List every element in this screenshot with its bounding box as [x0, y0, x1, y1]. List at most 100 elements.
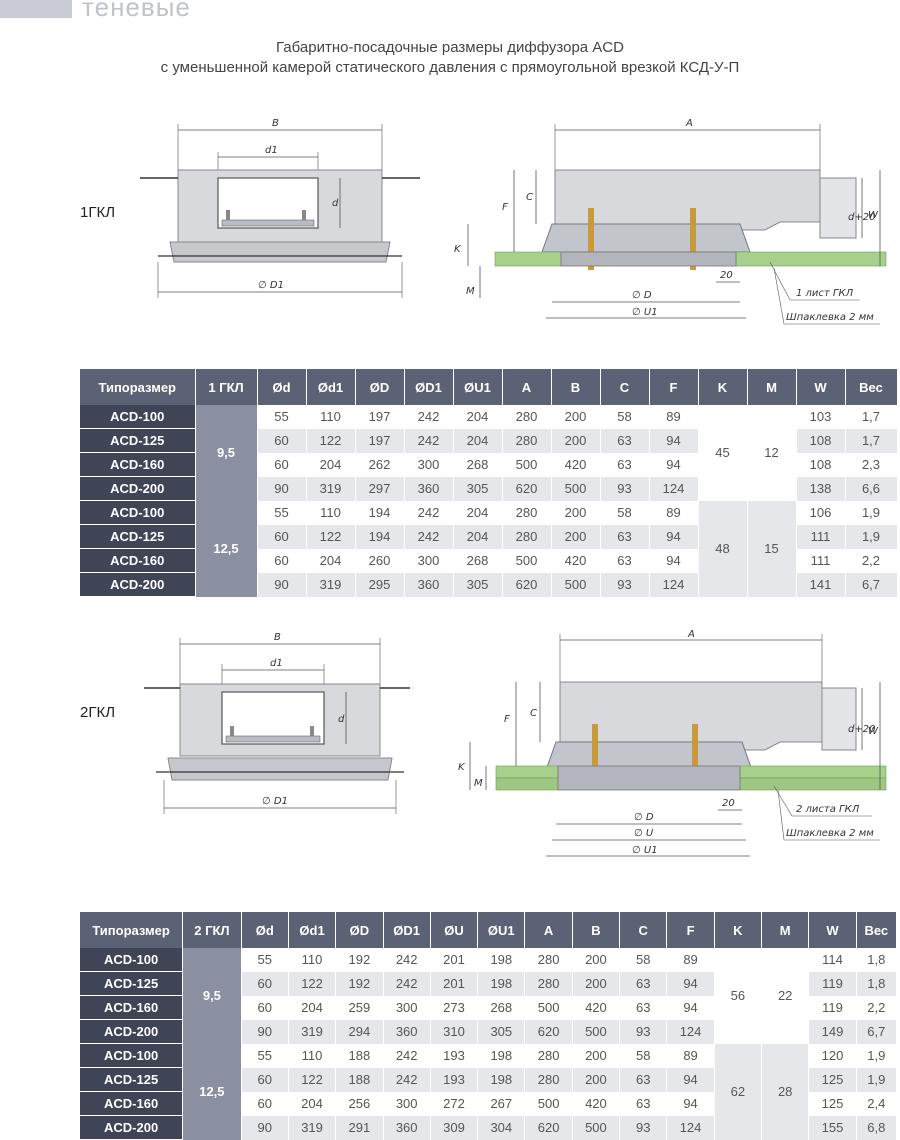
value-cell: 198	[477, 971, 526, 996]
value-cell: 319	[306, 572, 356, 597]
value-cell: 94	[649, 548, 699, 573]
value-cell: 60	[257, 452, 307, 477]
section2-side-drawing: A C F K M d+20 W 20 ∅ D ∅ U ∅ U1 2 листа…	[458, 629, 887, 857]
value-cell: 60	[241, 971, 289, 996]
value-cell: 55	[257, 405, 307, 429]
gkl-thickness-cell: 9,5	[182, 948, 242, 1044]
value-cell: 242	[383, 1043, 431, 1068]
k-value-cell: 62	[714, 1043, 763, 1140]
column-header: A	[502, 369, 552, 405]
value-cell: 63	[600, 524, 650, 549]
w-value-cell: 108	[796, 452, 846, 477]
value-cell: 63	[619, 1067, 668, 1092]
column-header: W	[796, 369, 846, 405]
gkl-thickness-cell: 9,5	[195, 405, 258, 501]
w-value-cell: 103	[796, 405, 846, 429]
value-cell: 280	[524, 948, 573, 972]
value-cell: 58	[619, 1043, 668, 1068]
value-cell: 194	[355, 524, 405, 549]
dim-M-2: M	[474, 778, 483, 789]
value-cell: 94	[666, 1091, 715, 1116]
value-cell: 259	[335, 995, 384, 1020]
value-cell: 122	[306, 524, 356, 549]
value-cell: 124	[649, 572, 699, 597]
value-cell: 63	[619, 995, 668, 1020]
weight-cell: 1,8	[856, 948, 898, 972]
value-cell: 201	[430, 948, 479, 972]
dim-F-2: F	[504, 714, 510, 725]
value-cell: 90	[257, 476, 307, 501]
value-cell: 304	[477, 1115, 526, 1140]
value-cell: 319	[288, 1019, 337, 1044]
m-value-cell: 28	[761, 1043, 810, 1140]
w-value-cell: 125	[808, 1091, 857, 1116]
value-cell: 94	[649, 428, 699, 453]
dim-d1-2: d1	[270, 658, 283, 669]
value-cell: 273	[430, 995, 479, 1020]
weight-cell: 2,3	[845, 452, 898, 477]
page-title: Габаритно-посадочные размеры диффузора A…	[0, 38, 900, 78]
value-cell: 319	[288, 1115, 337, 1140]
dim-C: C	[526, 192, 533, 203]
header-brand-text: теневые	[82, 0, 191, 22]
column-header: A	[524, 912, 573, 948]
value-cell: 63	[619, 1091, 668, 1116]
size-name-cell: ACD-160	[80, 1091, 184, 1116]
value-cell: 63	[619, 971, 668, 996]
value-cell: 94	[649, 452, 699, 477]
value-cell: 319	[306, 476, 356, 501]
weight-cell: 2,2	[845, 548, 898, 573]
size-name-cell: ACD-160	[80, 452, 196, 477]
value-cell: 500	[551, 572, 601, 597]
value-cell: 60	[241, 1067, 289, 1092]
value-cell: 90	[241, 1019, 289, 1044]
value-cell: 89	[649, 405, 699, 429]
value-cell: 63	[600, 548, 650, 573]
value-cell: 60	[257, 524, 307, 549]
value-cell: 63	[600, 428, 650, 453]
size-name-cell: ACD-200	[80, 572, 196, 597]
value-cell: 300	[404, 452, 454, 477]
value-cell: 272	[430, 1091, 479, 1116]
value-cell: 242	[404, 524, 454, 549]
weight-cell: 6,7	[856, 1019, 898, 1044]
column-header: F	[666, 912, 715, 948]
column-header: W	[808, 912, 857, 948]
value-cell: 242	[383, 1067, 431, 1092]
column-header: B	[572, 912, 621, 948]
column-header: ØU	[430, 912, 479, 948]
column-header: M	[747, 369, 797, 405]
column-header: ØU1	[453, 369, 503, 405]
w-value-cell: 114	[808, 948, 857, 972]
value-cell: 420	[572, 1091, 621, 1116]
value-cell: 280	[502, 524, 552, 549]
value-cell: 420	[572, 995, 621, 1020]
value-cell: 110	[288, 1043, 337, 1068]
w-value-cell: 120	[808, 1043, 857, 1068]
dim-d1: d1	[265, 145, 278, 156]
column-header: M	[761, 912, 810, 948]
value-cell: 500	[572, 1115, 621, 1140]
column-header: Ød1	[288, 912, 337, 948]
value-cell: 204	[288, 995, 337, 1020]
value-cell: 305	[477, 1019, 526, 1044]
size-name-cell: ACD-125	[80, 428, 196, 453]
weight-cell: 6,6	[845, 476, 898, 501]
dim-M: M	[466, 286, 475, 297]
value-cell: 280	[502, 500, 552, 525]
weight-cell: 1,9	[856, 1043, 898, 1068]
dim-A-2: A	[687, 629, 695, 640]
weight-cell: 6,7	[845, 572, 898, 597]
value-cell: 93	[600, 572, 650, 597]
value-cell: 200	[572, 971, 621, 996]
column-header: Ød1	[306, 369, 356, 405]
weight-cell: 1,9	[845, 524, 898, 549]
weight-cell: 1,9	[845, 500, 898, 525]
w-value-cell: 155	[808, 1115, 857, 1140]
